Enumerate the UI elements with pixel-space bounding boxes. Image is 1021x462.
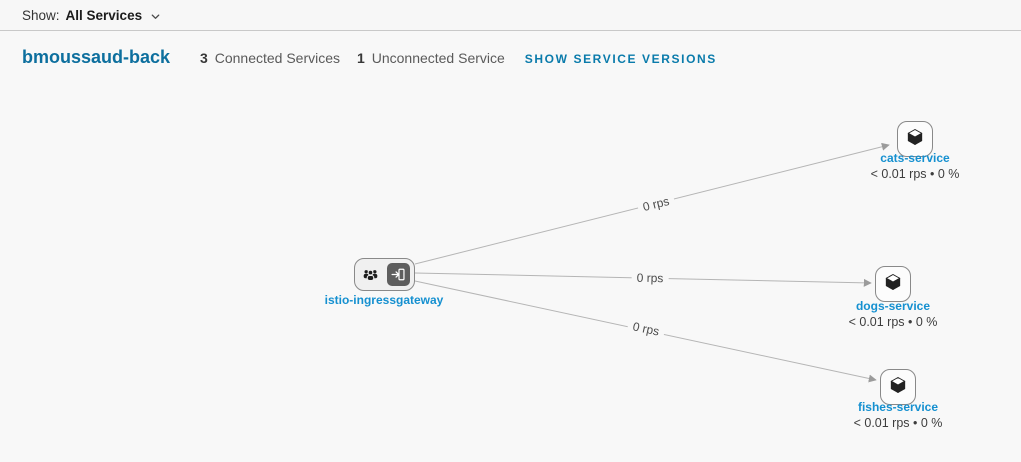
node-cats-service[interactable] bbox=[897, 121, 933, 157]
unconnected-services-count: 1 Unconnected Service bbox=[357, 50, 505, 66]
service-caption: dogs-service < 0.01 rps • 0 % bbox=[793, 299, 993, 331]
service-caption: cats-service < 0.01 rps • 0 % bbox=[815, 151, 1015, 183]
service-filter-dropdown[interactable]: All Services bbox=[66, 8, 162, 23]
cube-icon bbox=[883, 272, 903, 297]
service-filter-value: All Services bbox=[65, 7, 143, 23]
node-label-istio-ingressgateway[interactable]: istio-ingressgateway bbox=[324, 293, 444, 307]
ingress-icon bbox=[387, 263, 410, 286]
node-stats: < 0.01 rps • 0 % bbox=[853, 416, 943, 430]
gateway-caption: istio-ingressgateway bbox=[264, 293, 504, 308]
node-dogs-service[interactable] bbox=[875, 266, 911, 302]
node-label-cats-service[interactable]: cats-service bbox=[880, 151, 950, 165]
cube-icon bbox=[905, 127, 925, 152]
graph-header: bmoussaud-back 3 Connected Services 1 Un… bbox=[22, 47, 1011, 68]
node-istio-ingressgateway[interactable] bbox=[354, 258, 415, 291]
connected-count-number: 3 bbox=[200, 50, 208, 66]
node-fishes-service[interactable] bbox=[880, 369, 916, 405]
show-service-versions-link[interactable]: SHOW SERVICE VERSIONS bbox=[524, 52, 717, 66]
unconnected-count-label: Unconnected Service bbox=[371, 50, 505, 66]
unconnected-count-number: 1 bbox=[357, 50, 365, 66]
node-label-fishes-service[interactable]: fishes-service bbox=[857, 400, 939, 414]
chevron-down-icon bbox=[150, 10, 161, 21]
cube-icon bbox=[888, 375, 908, 400]
node-stats: < 0.01 rps • 0 % bbox=[848, 315, 938, 329]
filter-bar: Show: All Services bbox=[0, 0, 1021, 31]
service-caption: fishes-service < 0.01 rps • 0 % bbox=[798, 400, 998, 432]
node-stats: < 0.01 rps • 0 % bbox=[870, 167, 960, 181]
users-icon bbox=[358, 265, 382, 284]
connected-count-label: Connected Services bbox=[214, 50, 341, 66]
connected-services-count: 3 Connected Services bbox=[200, 50, 340, 66]
edge-label: 0 rps bbox=[631, 270, 669, 286]
node-label-dogs-service[interactable]: dogs-service bbox=[855, 299, 931, 313]
show-label: Show: bbox=[22, 7, 60, 23]
namespace-title[interactable]: bmoussaud-back bbox=[22, 47, 171, 67]
